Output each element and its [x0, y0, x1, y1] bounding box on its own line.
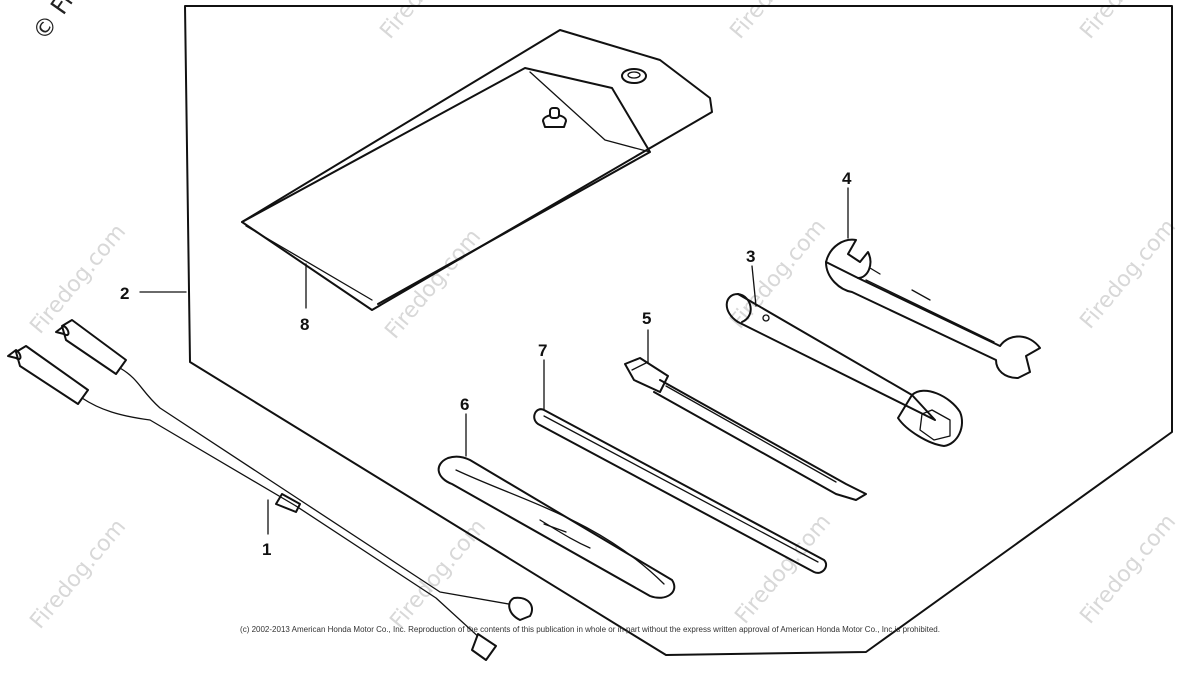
callout-8: 8: [300, 315, 309, 334]
leader-lines: [139, 187, 849, 535]
callout-7: 7: [538, 341, 547, 360]
leader-line-3: [751, 265, 757, 307]
tool-bag: [241, 29, 713, 311]
callout-6: 6: [460, 395, 469, 414]
callout-4: 4: [842, 169, 852, 188]
charging-cable: [7, 319, 533, 661]
tool-kit-boundary: [184, 5, 1173, 656]
callout-3: 3: [746, 247, 755, 266]
spark-plug-wrench: [725, 293, 963, 447]
watermark-corner: © Fire: [27, 0, 93, 45]
callout-2: 2: [120, 284, 129, 303]
screwdriver: [624, 357, 867, 501]
callout-5: 5: [642, 309, 651, 328]
watermark: Firedog.com: [725, 215, 831, 334]
watermark: Firedog.com: [385, 515, 491, 634]
watermark: Firedog.com: [1075, 215, 1180, 334]
open-end-wrench: [825, 238, 1041, 379]
handle: [437, 455, 676, 599]
callout-labels: 1 2 3 4 5 6 7 8: [120, 169, 852, 559]
watermark: Firedog.com: [1075, 510, 1180, 629]
copyright-notice: (c) 2002-2013 American Honda Motor Co., …: [240, 625, 940, 634]
callout-1: 1: [262, 540, 271, 559]
watermark: Firedog.com: [380, 225, 486, 344]
watermark: Firedog.com: [25, 220, 131, 339]
watermark: Firedog.com: [25, 515, 131, 634]
extension-bar: [533, 408, 828, 574]
watermark: Firedog.com: [730, 510, 836, 629]
